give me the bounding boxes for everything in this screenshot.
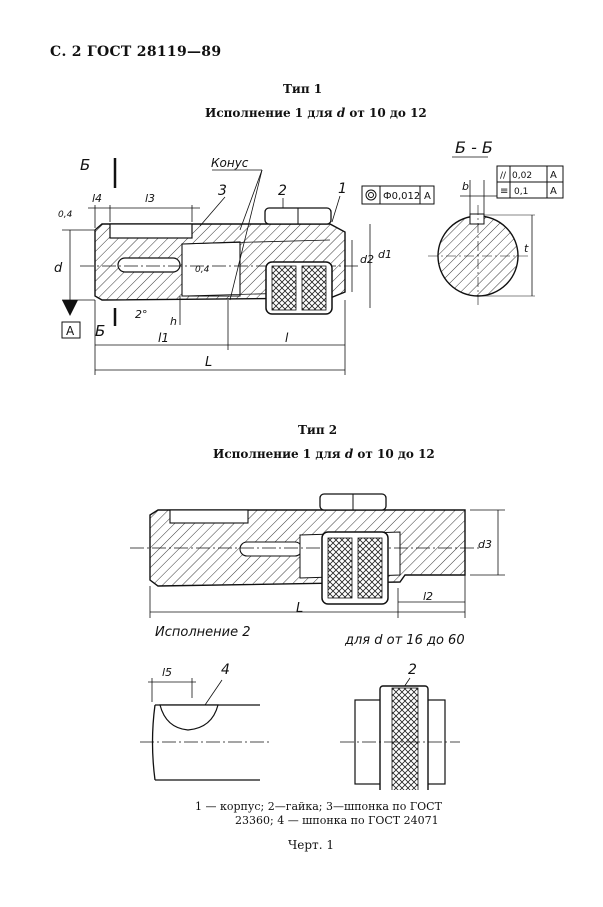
svg-text://: // [500, 171, 507, 181]
chamfer-label-1: 0,4 [58, 210, 73, 220]
t-label: t [524, 242, 529, 255]
l1-label: l1 [158, 331, 169, 345]
type1-subtitle-prefix: Исполнение 1 для [205, 106, 337, 120]
tol-concentric-datum: A [424, 191, 431, 202]
type1-subtitle-suffix: от 10 до 12 [345, 106, 427, 120]
l-label: l [285, 331, 289, 345]
tol-parallel-value: 0,02 [512, 171, 532, 181]
pos2-detail-label: 2 [408, 662, 417, 678]
type2-drawing: L l2 d3 [130, 493, 505, 618]
section-view-title: Б - Б [455, 138, 493, 157]
tol-symmetry-value: 0,1 [514, 187, 528, 197]
section-mark-bottom: Б [95, 322, 105, 340]
datum-a-flag: A [66, 324, 75, 338]
type2-L-label: L [296, 601, 303, 616]
type1-subtitle: Исполнение 1 для d от 10 до 12 [205, 106, 427, 120]
cone-label: Конус [211, 156, 249, 170]
section-mark-top: Б [80, 156, 90, 174]
type2-nut-knurled [321, 531, 389, 605]
pos2-label: 2 [278, 183, 287, 199]
pos3-label: 3 [218, 183, 227, 199]
type2-nut-top [319, 493, 387, 511]
execution2-nut-right: 2 [340, 662, 460, 790]
page-header: С. 2 ГОСТ 28119—89 [50, 44, 222, 60]
tol-concentric-value: Ф0,012 [383, 191, 420, 202]
pos4-label: 4 [221, 662, 230, 678]
type1-nut-top [264, 207, 332, 225]
tol-parallel-datum: A [550, 170, 557, 181]
type2-subtitle-prefix: Исполнение 1 для [213, 447, 345, 461]
h-label: h [170, 315, 177, 328]
execution2-label: Исполнение 2 [155, 625, 251, 640]
type1-drawing: Б Б A [54, 138, 564, 375]
l5-label: l5 [162, 666, 172, 679]
legend-line-2: 23360; 4 — шпонка по ГОСТ 24071 [235, 814, 439, 827]
legend-line-1: 1 — корпус; 2—гайка; 3—шпонка по ГОСТ [195, 800, 442, 813]
l3-label: l3 [145, 192, 155, 205]
chamfer-label-2: 0,4 [195, 265, 210, 275]
d-label: d [54, 261, 63, 276]
l2-label: l2 [423, 590, 433, 603]
d1-label: d1 [378, 248, 392, 261]
type2-subtitle: Исполнение 1 для d от 10 до 12 [213, 447, 435, 461]
type1-subtitle-var: d [336, 106, 346, 120]
type1-nut-knurled [265, 261, 333, 315]
pos1-label: 1 [338, 181, 347, 197]
b-label: b [462, 180, 469, 193]
tolerance-frame-concentric: Ф0,012 A [361, 185, 435, 205]
L-label: L [205, 355, 212, 370]
section-view: Б - Б b t // 0,02 A ≡ 0,1 [428, 138, 564, 305]
execution2-range: для d от 16 до 60 [345, 633, 465, 648]
figure-caption: Черт. 1 [288, 838, 334, 852]
d2-label: d2 [360, 253, 374, 266]
execution2-shaft-left: l5 4 [140, 662, 270, 781]
execution2-drawing: l5 4 2 [140, 662, 460, 790]
type2-subtitle-suffix: от 10 до 12 [353, 447, 435, 461]
svg-text:≡: ≡ [500, 186, 508, 197]
tol-symmetry-datum: A [550, 186, 557, 197]
type1-title: Тип 1 [283, 82, 323, 96]
type2-subtitle-var: d [344, 447, 354, 461]
angle-label: 2° [135, 308, 148, 321]
type2-title: Тип 2 [298, 423, 338, 437]
d3-label: d3 [478, 538, 492, 551]
l4-label: l4 [92, 192, 102, 205]
type2-body [130, 509, 480, 587]
